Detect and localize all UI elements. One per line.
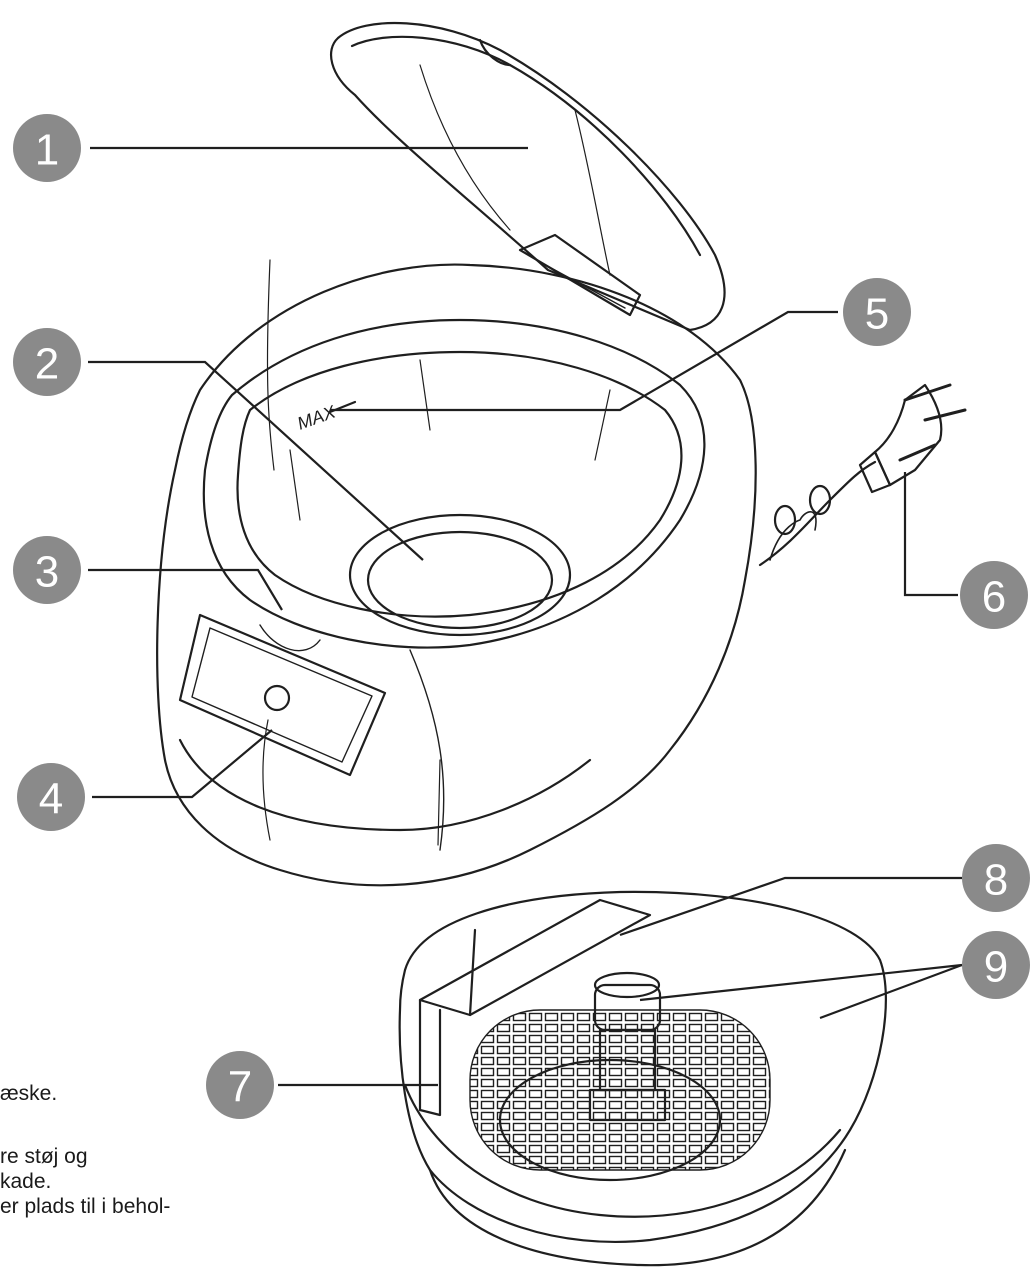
basket-illustration (398, 890, 887, 1267)
callout-1-number: 1 (35, 126, 59, 175)
callout-8: 8 (962, 844, 1030, 912)
callout-7: 7 (206, 1051, 274, 1119)
callout-3: 3 (13, 536, 81, 604)
callout-5-number: 5 (865, 290, 889, 339)
callout-1: 1 (13, 114, 81, 182)
side-text-line-3: kade. (0, 1170, 52, 1193)
callout-6-number: 6 (982, 573, 1006, 622)
callout-6: 6 (960, 561, 1028, 629)
max-label: MAX (295, 401, 339, 433)
callout-5: 5 (843, 278, 911, 346)
side-text-line-1: æske. (0, 1082, 58, 1105)
leader-lines (88, 146, 963, 1087)
callout-8-number: 8 (984, 856, 1008, 905)
lid-illustration (329, 21, 726, 332)
callout-2: 2 (13, 328, 81, 396)
callout-2-number: 2 (35, 340, 59, 389)
power-cord-illustration (758, 383, 967, 567)
callout-9: 9 (962, 931, 1030, 999)
callout-7-number: 7 (228, 1063, 252, 1112)
callout-9-number: 9 (984, 943, 1008, 992)
side-text-line-4: er plads til i behol- (0, 1195, 171, 1218)
callout-4-number: 4 (39, 775, 63, 824)
callout-3-number: 3 (35, 548, 59, 597)
side-text-line-2: re støj og (0, 1145, 88, 1168)
tank-body-illustration (156, 259, 757, 887)
callout-4: 4 (17, 763, 85, 831)
